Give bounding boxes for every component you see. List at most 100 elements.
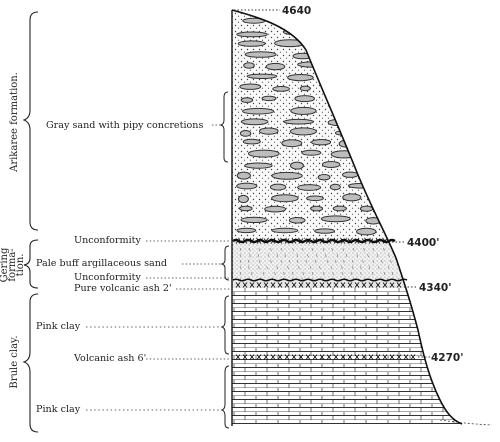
cross-mark: [305, 282, 311, 288]
concretion: [384, 95, 410, 103]
hatch-mark: [319, 265, 321, 270]
cross-mark: [382, 282, 388, 288]
gray-sand-brace: [219, 91, 229, 163]
cross-mark: [312, 282, 318, 288]
concretion: [360, 72, 373, 80]
hatch-mark: [356, 253, 359, 258]
concretion: [356, 227, 377, 236]
concretion: [280, 16, 303, 25]
hatch-mark: [249, 253, 251, 258]
hatch-mark: [250, 271, 253, 276]
concretion: [381, 107, 394, 115]
cross-mark: [242, 238, 248, 244]
cross-mark: [235, 282, 241, 288]
hatch-mark: [326, 259, 329, 264]
concretion: [269, 183, 287, 191]
concretion: [271, 171, 303, 180]
cross-mark: [354, 282, 360, 288]
cross-mark: [347, 238, 353, 244]
hatch-mark: [336, 253, 339, 258]
hatch-mark: [280, 259, 283, 264]
cross-mark: [368, 238, 374, 244]
gering-formation-label-2: forma-: [7, 248, 18, 281]
cross-mark: [389, 282, 395, 288]
cross-mark: [263, 354, 269, 360]
hatch-mark: [239, 253, 242, 258]
hatch-mark: [322, 271, 325, 276]
concretion: [264, 205, 287, 213]
concretion: [357, 39, 384, 46]
concretion: [336, 75, 353, 81]
cross-mark: [340, 238, 346, 244]
hatch-mark: [371, 271, 374, 276]
cross-mark: [375, 354, 381, 360]
hatch-mark: [314, 259, 317, 264]
hatch-mark: [363, 247, 365, 252]
concretion: [290, 106, 317, 115]
concretion: [379, 194, 394, 203]
concretion: [244, 162, 273, 169]
hatch-mark: [342, 247, 345, 252]
gering-brace: [23, 239, 39, 289]
cross-mark: [249, 354, 255, 360]
hatch-mark: [367, 253, 369, 258]
cross-mark: [284, 282, 290, 288]
concretion: [391, 215, 419, 223]
concretion: [271, 227, 299, 234]
cross-mark: [410, 354, 416, 360]
concretion: [301, 149, 322, 156]
concretion: [281, 139, 303, 148]
hatch-mark: [258, 259, 261, 264]
concretion: [391, 161, 415, 169]
cross-mark: [319, 238, 325, 244]
hatch-mark: [287, 265, 289, 270]
cross-mark: [333, 238, 339, 244]
concretion: [287, 74, 314, 82]
concretion: [333, 106, 367, 115]
cross-mark: [319, 354, 325, 360]
unconformity-upper-marks: [235, 238, 388, 244]
hatch-mark: [331, 247, 333, 252]
cross-mark: [305, 354, 311, 360]
cross-mark: [291, 238, 297, 244]
hatch-mark: [391, 271, 394, 276]
hatch-mark: [276, 253, 279, 258]
hatch-mark: [239, 265, 242, 270]
hatch-mark: [372, 247, 375, 252]
concretion: [317, 174, 331, 181]
cross-mark: [256, 354, 262, 360]
hatch-mark: [270, 259, 272, 264]
hatch-mark: [266, 265, 268, 270]
hatch-mark: [343, 259, 345, 264]
concretion: [240, 118, 269, 126]
cross-mark: [368, 354, 374, 360]
hatch-mark: [396, 253, 399, 258]
hatch-mark: [247, 259, 250, 264]
hatch-mark: [283, 271, 285, 276]
cross-mark: [368, 282, 374, 288]
hatch-mark: [372, 259, 375, 264]
concretion: [357, 160, 372, 169]
cross-mark: [347, 354, 353, 360]
hatch-mark: [345, 253, 348, 258]
cross-mark: [249, 238, 255, 244]
concretion: [283, 118, 314, 125]
cross-mark: [249, 282, 255, 288]
concretion: [398, 39, 412, 46]
concretion: [240, 97, 254, 103]
concretion: [386, 85, 418, 93]
pale-buff-sand-label: Pale buff argillaceous sand: [36, 258, 167, 269]
cross-mark: [235, 354, 241, 360]
concretion: [242, 107, 275, 115]
hatch-mark: [311, 271, 314, 276]
cross-mark: [333, 282, 339, 288]
hatch-mark: [298, 265, 300, 270]
cross-mark: [312, 354, 318, 360]
concretion: [290, 161, 304, 170]
cross-mark: [284, 238, 290, 244]
concretion: [369, 150, 389, 157]
cross-mark: [298, 354, 304, 360]
hatch-mark: [258, 265, 260, 270]
